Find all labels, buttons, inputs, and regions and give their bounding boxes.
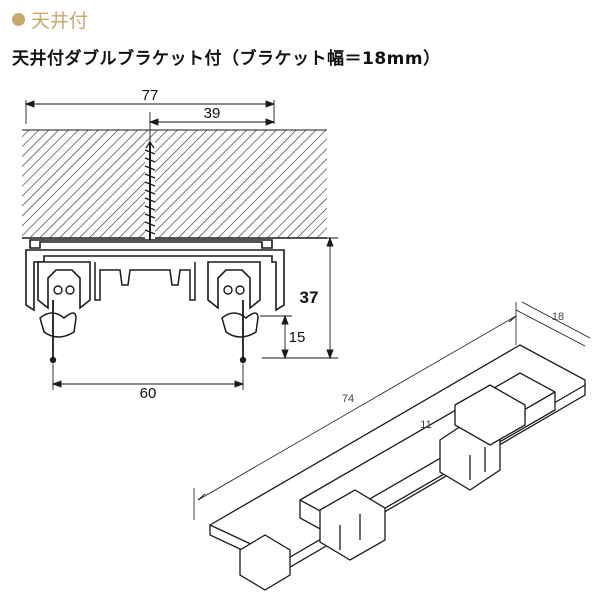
dim-iso-length: 74: [342, 393, 354, 405]
dim-overall-width: 77: [142, 87, 159, 104]
right-rail: [207, 261, 261, 364]
section-heading-label: 天井付: [31, 10, 89, 32]
bracket-center-clip: [94, 262, 196, 301]
isometric-view: [193, 301, 591, 591]
dim-iso-width: 18: [552, 311, 564, 323]
section-heading: 天井付: [12, 6, 88, 33]
product-subtitle: 天井付ダブルブラケット付（ブラケット幅＝18mm）: [12, 49, 441, 69]
dim-half-width: 39: [204, 105, 221, 122]
screw-icon: [144, 140, 156, 242]
front-section-view: [22, 100, 338, 390]
ceiling-hatch: [22, 130, 327, 238]
left-rail: [37, 261, 91, 364]
iso-clip-mid: [319, 489, 386, 561]
iso-clip-left: [239, 534, 291, 591]
dim-runner-height: 15: [289, 329, 306, 346]
bullet-icon: [12, 13, 25, 26]
dim-iso-height: 11: [420, 419, 431, 431]
dim-height: 37: [300, 288, 319, 307]
bracket-plate: [29, 239, 273, 249]
dim-rail-spacing: 60: [140, 385, 157, 402]
bracket-body: [25, 249, 285, 312]
